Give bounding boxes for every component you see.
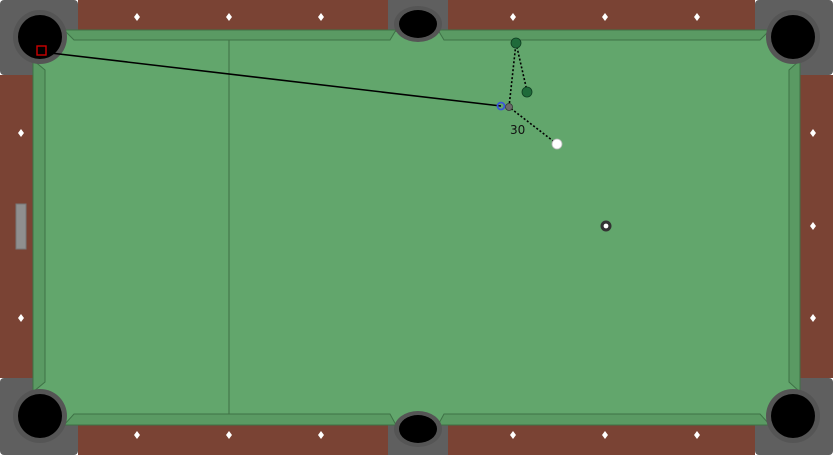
- diamond: [134, 13, 140, 21]
- rail-diamonds: [18, 13, 816, 439]
- diamond: [602, 431, 608, 439]
- diamond: [318, 431, 324, 439]
- object-ball-path: [508, 42, 517, 108]
- diamond: [134, 431, 140, 439]
- pocket-bottom-left[interactable]: [13, 389, 67, 443]
- pockets: [13, 6, 820, 447]
- pocket-top-left[interactable]: [13, 10, 67, 64]
- rail-marker: [15, 203, 27, 250]
- cushion-right: [788, 58, 801, 394]
- cut-angle-label: 30: [510, 123, 525, 137]
- cushion-top-left: [62, 29, 397, 41]
- diamond: [226, 431, 232, 439]
- green-ball-deflect[interactable]: [521, 86, 533, 98]
- ghost-ball: [505, 103, 513, 111]
- cushion-bottom-right: [437, 413, 772, 426]
- diamond: [18, 129, 24, 137]
- diamond: [18, 314, 24, 322]
- cushion-bottom-left: [62, 413, 397, 426]
- aim-point-marker[interactable]: [496, 101, 506, 111]
- diamond: [318, 13, 324, 21]
- diamond: [602, 13, 608, 21]
- aim-line: [41, 51, 502, 107]
- shot-lines: [41, 42, 558, 145]
- rail-bottom-left: [78, 421, 388, 455]
- diamond: [810, 314, 816, 322]
- cushion-left: [32, 58, 46, 394]
- cue-ball[interactable]: [551, 138, 563, 150]
- rail-top-left: [78, 0, 388, 34]
- diamond: [810, 222, 816, 230]
- pocket-top-right[interactable]: [766, 10, 820, 64]
- diamond: [694, 13, 700, 21]
- diamond: [226, 13, 232, 21]
- balls: [496, 37, 612, 232]
- pocket-top-side[interactable]: [394, 6, 442, 42]
- green-ball-rail[interactable]: [510, 37, 522, 49]
- cushions: [32, 29, 801, 426]
- table-felt: [34, 32, 799, 423]
- diamond: [694, 431, 700, 439]
- eight-ball[interactable]: [600, 220, 612, 232]
- pocket-bottom-right[interactable]: [766, 389, 820, 443]
- target-pocket-marker: [36, 45, 47, 56]
- rail-bottom-right: [448, 421, 755, 455]
- diamond: [510, 431, 516, 439]
- diamond: [510, 13, 516, 21]
- diamond: [810, 129, 816, 137]
- pocket-bottom-side[interactable]: [394, 411, 442, 447]
- rebound-path: [515, 42, 528, 92]
- cushion-top-right: [437, 29, 772, 41]
- rail-top-right: [448, 0, 755, 34]
